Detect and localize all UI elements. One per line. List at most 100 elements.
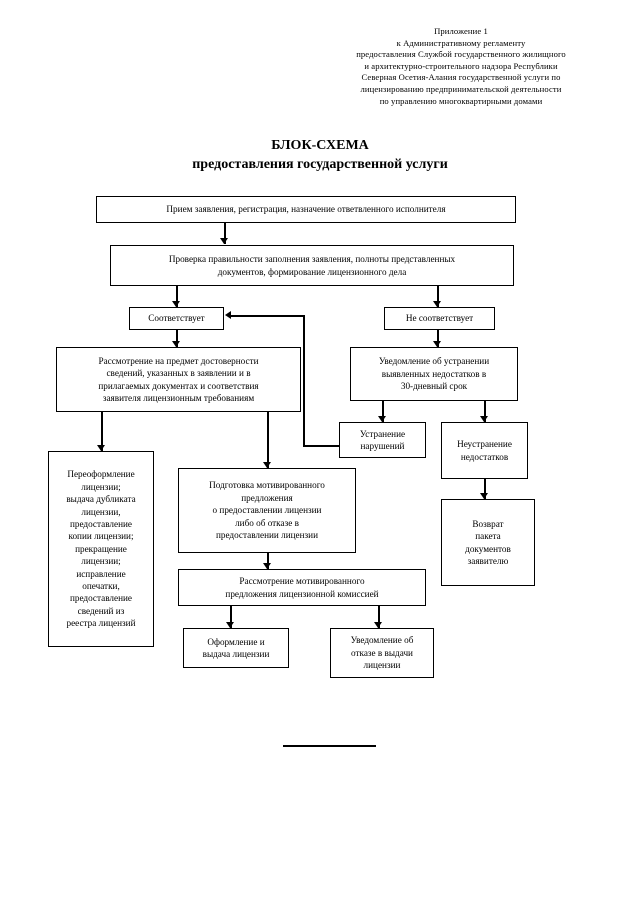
flow-node-deficiency-notice[interactable]: Уведомление об устранении выявленных нед…	[350, 347, 518, 401]
page-title-line-2: предоставления государственной услуги	[192, 157, 448, 172]
arrowhead-n12-n14	[374, 622, 383, 628]
appendix-line-4: и архитектурно-строительного надзора Рес…	[364, 60, 558, 71]
flow-node-review-authenticity-line-3: прилагаемых документах и соответствия	[98, 380, 259, 391]
flow-node-review-authenticity[interactable]: Рассмотрение на предмет достоверности св…	[56, 347, 301, 412]
connector-n2-n3	[176, 285, 178, 307]
flow-node-review-authenticity-line-4: заявителя лицензионным требованиям	[102, 392, 255, 403]
connector-n10-n12	[267, 552, 269, 569]
flow-node-non-compliant[interactable]: Не соответствует	[384, 307, 495, 330]
flow-node-issue-license-line-2: выдача лицензии	[202, 649, 270, 659]
flow-node-violations-not-fixed[interactable]: Неустранение недостатков	[441, 422, 528, 479]
connector-n7-feedback-vertical	[303, 315, 305, 447]
connector-n6-n8	[484, 400, 486, 422]
arrowhead-n6-n7	[378, 416, 387, 422]
flow-node-refusal-notice-line-1: Уведомление об	[350, 635, 414, 646]
arrowhead-n5-n10	[263, 462, 272, 468]
connector-n2-n4	[437, 285, 439, 307]
connector-n5-n10	[267, 411, 269, 468]
connector-n8-n11	[484, 479, 486, 499]
page-title-line-1: БЛОК-СХЕМА	[271, 138, 369, 153]
flow-node-license-actions-line-3: выдача дубликата	[66, 494, 136, 505]
arrowhead-n10-n12	[263, 563, 272, 569]
connector-n12-n14	[378, 605, 380, 628]
flow-node-review-authenticity-line-2: сведений, указанных в заявлении и в	[106, 368, 251, 379]
flow-node-return-documents[interactable]: Возврат пакета документов заявителю	[441, 499, 535, 586]
flow-node-return-documents-line-3: документов	[465, 543, 511, 554]
connector-n4-n6	[437, 329, 439, 347]
connector-n6-n7	[382, 400, 384, 422]
arrowhead-n7-n3	[225, 311, 231, 320]
appendix-line-7: по управлению многоквартирными домами	[379, 95, 543, 106]
flow-node-license-actions-line-10: опечатки,	[82, 581, 120, 592]
flow-node-license-actions-line-1: Переоформление	[67, 469, 135, 480]
arrowhead-n2-n3	[172, 301, 181, 307]
flow-node-return-documents-line-2: пакета	[475, 531, 501, 542]
flow-node-motivated-proposal-line-5: предоставлении лицензии	[215, 530, 319, 541]
connector-n3-n5	[176, 329, 178, 347]
flow-node-review-authenticity-line-1: Рассмотрение на предмет достоверности	[98, 355, 259, 366]
connector-n1-n2	[224, 222, 226, 244]
connector-n7-feedback-horizontal	[303, 445, 339, 447]
flow-node-refusal-notice[interactable]: Уведомление об отказе в выдачи лицензии	[330, 628, 434, 678]
flow-node-motivated-proposal-line-2: предложения	[241, 492, 293, 503]
flow-node-commission-review-line-1: Рассмотрение мотивированного	[239, 576, 365, 587]
arrowhead-n5-n9	[97, 445, 106, 451]
flow-node-refusal-notice-line-2: отказе в выдачи	[351, 647, 413, 658]
arrowhead-n8-n11	[480, 493, 489, 499]
connector-n12-n13	[230, 605, 232, 628]
flow-node-motivated-proposal[interactable]: Подготовка мотивированного предложения о…	[178, 468, 356, 553]
arrowhead-n6-n8	[480, 416, 489, 422]
flow-node-verification[interactable]: Проверка правильности заполнения заявлен…	[110, 245, 514, 286]
appendix-line-1: Приложение 1	[434, 26, 488, 36]
flow-node-license-actions-line-4: лицензии,	[81, 506, 121, 517]
flow-node-deficiency-notice-line-1: Уведомление об устранении	[378, 356, 490, 367]
flow-node-return-documents-line-1: Возврат	[472, 518, 504, 529]
appendix-line-2: к Административному регламенту	[396, 37, 526, 48]
flow-node-violations-fixed[interactable]: Устранение нарушений	[339, 422, 426, 458]
flow-node-license-actions-line-13: реестра лицензий	[66, 618, 136, 629]
flow-node-commission-review-line-2: предложения лицензионной комиссией	[225, 588, 379, 599]
connector-n7-feedback-to-n3	[230, 315, 304, 317]
flow-node-motivated-proposal-line-4: либо об отказе в	[235, 517, 299, 528]
arrowhead-n1-n2	[220, 238, 229, 244]
flow-node-deficiency-notice-line-3: 30-дневный срок	[400, 381, 468, 392]
flow-node-license-actions-line-8: лицензии;	[81, 556, 121, 567]
flow-node-issue-license[interactable]: Оформление и выдача лицензии	[183, 628, 289, 668]
flow-node-intake-line-1: Прием заявления, регистрация, назначение…	[166, 204, 446, 215]
connector-n5-n9	[101, 411, 103, 451]
flow-node-compliant-label: Соответствует	[148, 313, 205, 324]
arrowhead-n3-n5	[172, 341, 181, 347]
flow-node-license-actions[interactable]: Переоформление лицензии; выдача дубликат…	[48, 451, 154, 647]
flow-node-compliant[interactable]: Соответствует	[129, 307, 224, 330]
appendix-header: Приложение 1 к Административному регламе…	[300, 26, 622, 107]
flow-node-verification-line-2: документов, формирование лицензионного д…	[217, 266, 407, 277]
flow-node-motivated-proposal-line-1: Подготовка мотивированного	[209, 480, 325, 491]
flow-node-violations-not-fixed-line-1: Неустранение	[457, 439, 512, 450]
arrowhead-n2-n4	[433, 301, 442, 307]
flow-node-license-actions-line-9: исправление	[76, 568, 126, 579]
arrowhead-n4-n6	[433, 341, 442, 347]
flow-node-intake[interactable]: Прием заявления, регистрация, назначение…	[96, 196, 516, 223]
flow-node-commission-review[interactable]: Рассмотрение мотивированного предложения…	[178, 569, 426, 606]
bottom-divider	[283, 745, 376, 747]
appendix-line-5: Северная Осетия-Алания государственной у…	[361, 72, 561, 83]
flow-node-motivated-proposal-line-3: о предоставлении лицензии	[212, 505, 322, 516]
appendix-line-3: предоставления Службой государственного …	[356, 49, 566, 60]
arrowhead-n12-n13	[226, 622, 235, 628]
appendix-line-6: лицензированию предпринимательской деяте…	[360, 83, 562, 94]
flow-node-license-actions-line-12: сведений из	[77, 605, 125, 616]
flow-node-deficiency-notice-line-2: выявленных недостатков в	[381, 368, 487, 379]
flow-node-violations-fixed-line-1: Устранение	[359, 428, 406, 439]
page-title: БЛОК-СХЕМА предоставления государственно…	[90, 136, 550, 174]
flow-node-violations-fixed-line-2: нарушений	[360, 441, 405, 451]
flow-node-return-documents-line-4: заявителю	[467, 555, 509, 566]
flow-node-license-actions-line-11: предоставление	[69, 593, 133, 604]
flow-node-verification-line-1: Проверка правильности заполнения заявлен…	[168, 254, 456, 265]
flow-node-license-actions-line-2: лицензии;	[81, 481, 121, 492]
flow-node-issue-license-line-1: Оформление и	[207, 636, 265, 647]
flow-node-license-actions-line-7: прекращение	[75, 543, 127, 554]
flow-node-non-compliant-label: Не соответствует	[405, 313, 474, 324]
flow-node-refusal-notice-line-3: лицензии	[363, 660, 401, 671]
flow-node-license-actions-line-5: предоставление	[69, 518, 133, 529]
